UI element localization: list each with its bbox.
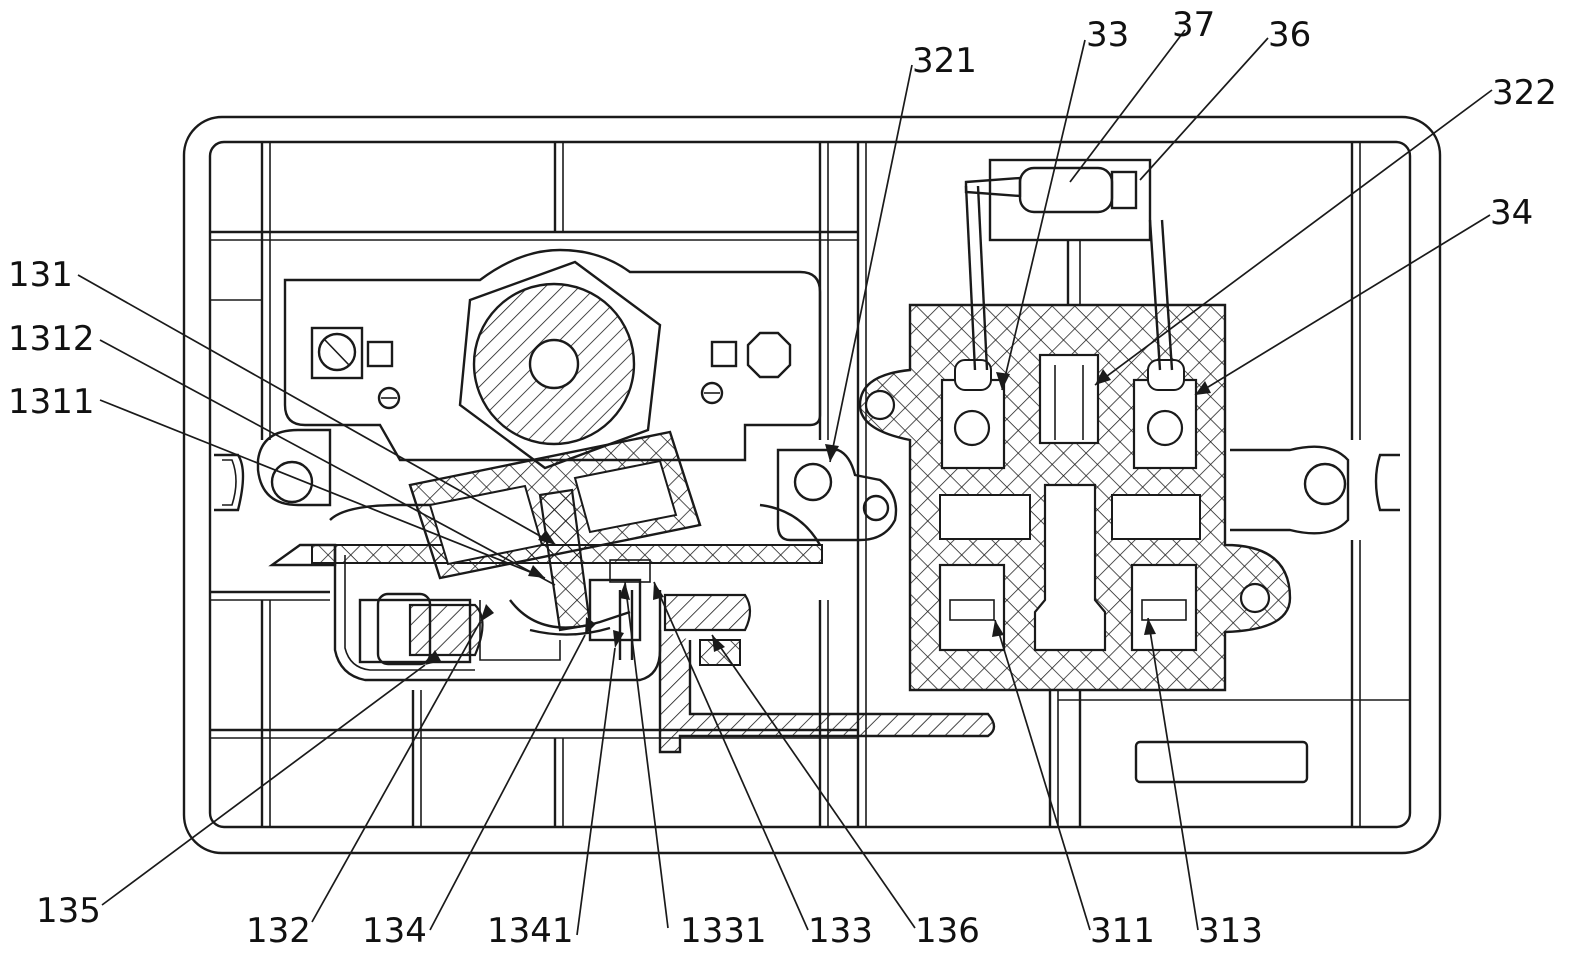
label-33: 33 — [1086, 15, 1129, 55]
upper-mounting-plate — [283, 248, 822, 462]
label-1312: 1312 — [8, 319, 95, 359]
reference-labels: 33 37 36 321 322 34 131 1312 1311 135 13… — [8, 5, 1557, 951]
right-mount-ear — [1230, 445, 1400, 535]
label-322: 322 — [1492, 73, 1557, 113]
leader-33 — [1001, 39, 1086, 391]
label-131: 131 — [8, 255, 73, 295]
label-window — [1134, 740, 1309, 784]
label-313: 313 — [1198, 911, 1263, 951]
leader-arrowheads — [425, 369, 1211, 665]
leader-1341 — [576, 647, 616, 936]
leader-321 — [829, 64, 913, 463]
lever-arm — [658, 630, 996, 754]
leader-135 — [101, 664, 426, 906]
leader-322 — [1094, 89, 1493, 386]
leader-1311 — [99, 399, 546, 579]
leader-36 — [1139, 37, 1269, 181]
rib-grid-right — [1048, 142, 1410, 827]
leader-1312 — [99, 339, 556, 586]
terminal-block — [858, 303, 1292, 692]
label-1311: 1311 — [8, 382, 95, 422]
leader-1331 — [624, 581, 669, 929]
label-321: 321 — [912, 41, 977, 81]
hex-nut-assembly — [458, 260, 662, 470]
leader-131 — [77, 274, 557, 546]
label-37: 37 — [1172, 5, 1215, 45]
leader-133 — [653, 581, 809, 931]
leader-311 — [994, 619, 1091, 931]
tilted-lever-131 — [408, 430, 702, 636]
rib-grid-left — [210, 142, 858, 827]
indicator-component — [964, 158, 1174, 371]
label-1341: 1341 — [487, 911, 574, 951]
leader-34 — [1194, 214, 1491, 396]
label-133: 133 — [808, 911, 873, 951]
label-136: 136 — [915, 911, 980, 951]
leader-313 — [1147, 617, 1199, 931]
label-134: 134 — [362, 911, 427, 951]
leader-134 — [429, 634, 586, 931]
leader-37 — [1069, 29, 1186, 183]
label-132: 132 — [246, 911, 311, 951]
label-311: 311 — [1090, 911, 1155, 951]
left-mount-ear — [214, 428, 332, 512]
leader-132 — [311, 621, 481, 923]
leader-136 — [711, 634, 916, 929]
label-135: 135 — [36, 891, 101, 931]
label-1331: 1331 — [680, 911, 767, 951]
label-34: 34 — [1490, 193, 1533, 233]
label-36: 36 — [1268, 15, 1311, 55]
bracket-321 — [776, 448, 898, 542]
leader-lines — [77, 29, 1493, 936]
